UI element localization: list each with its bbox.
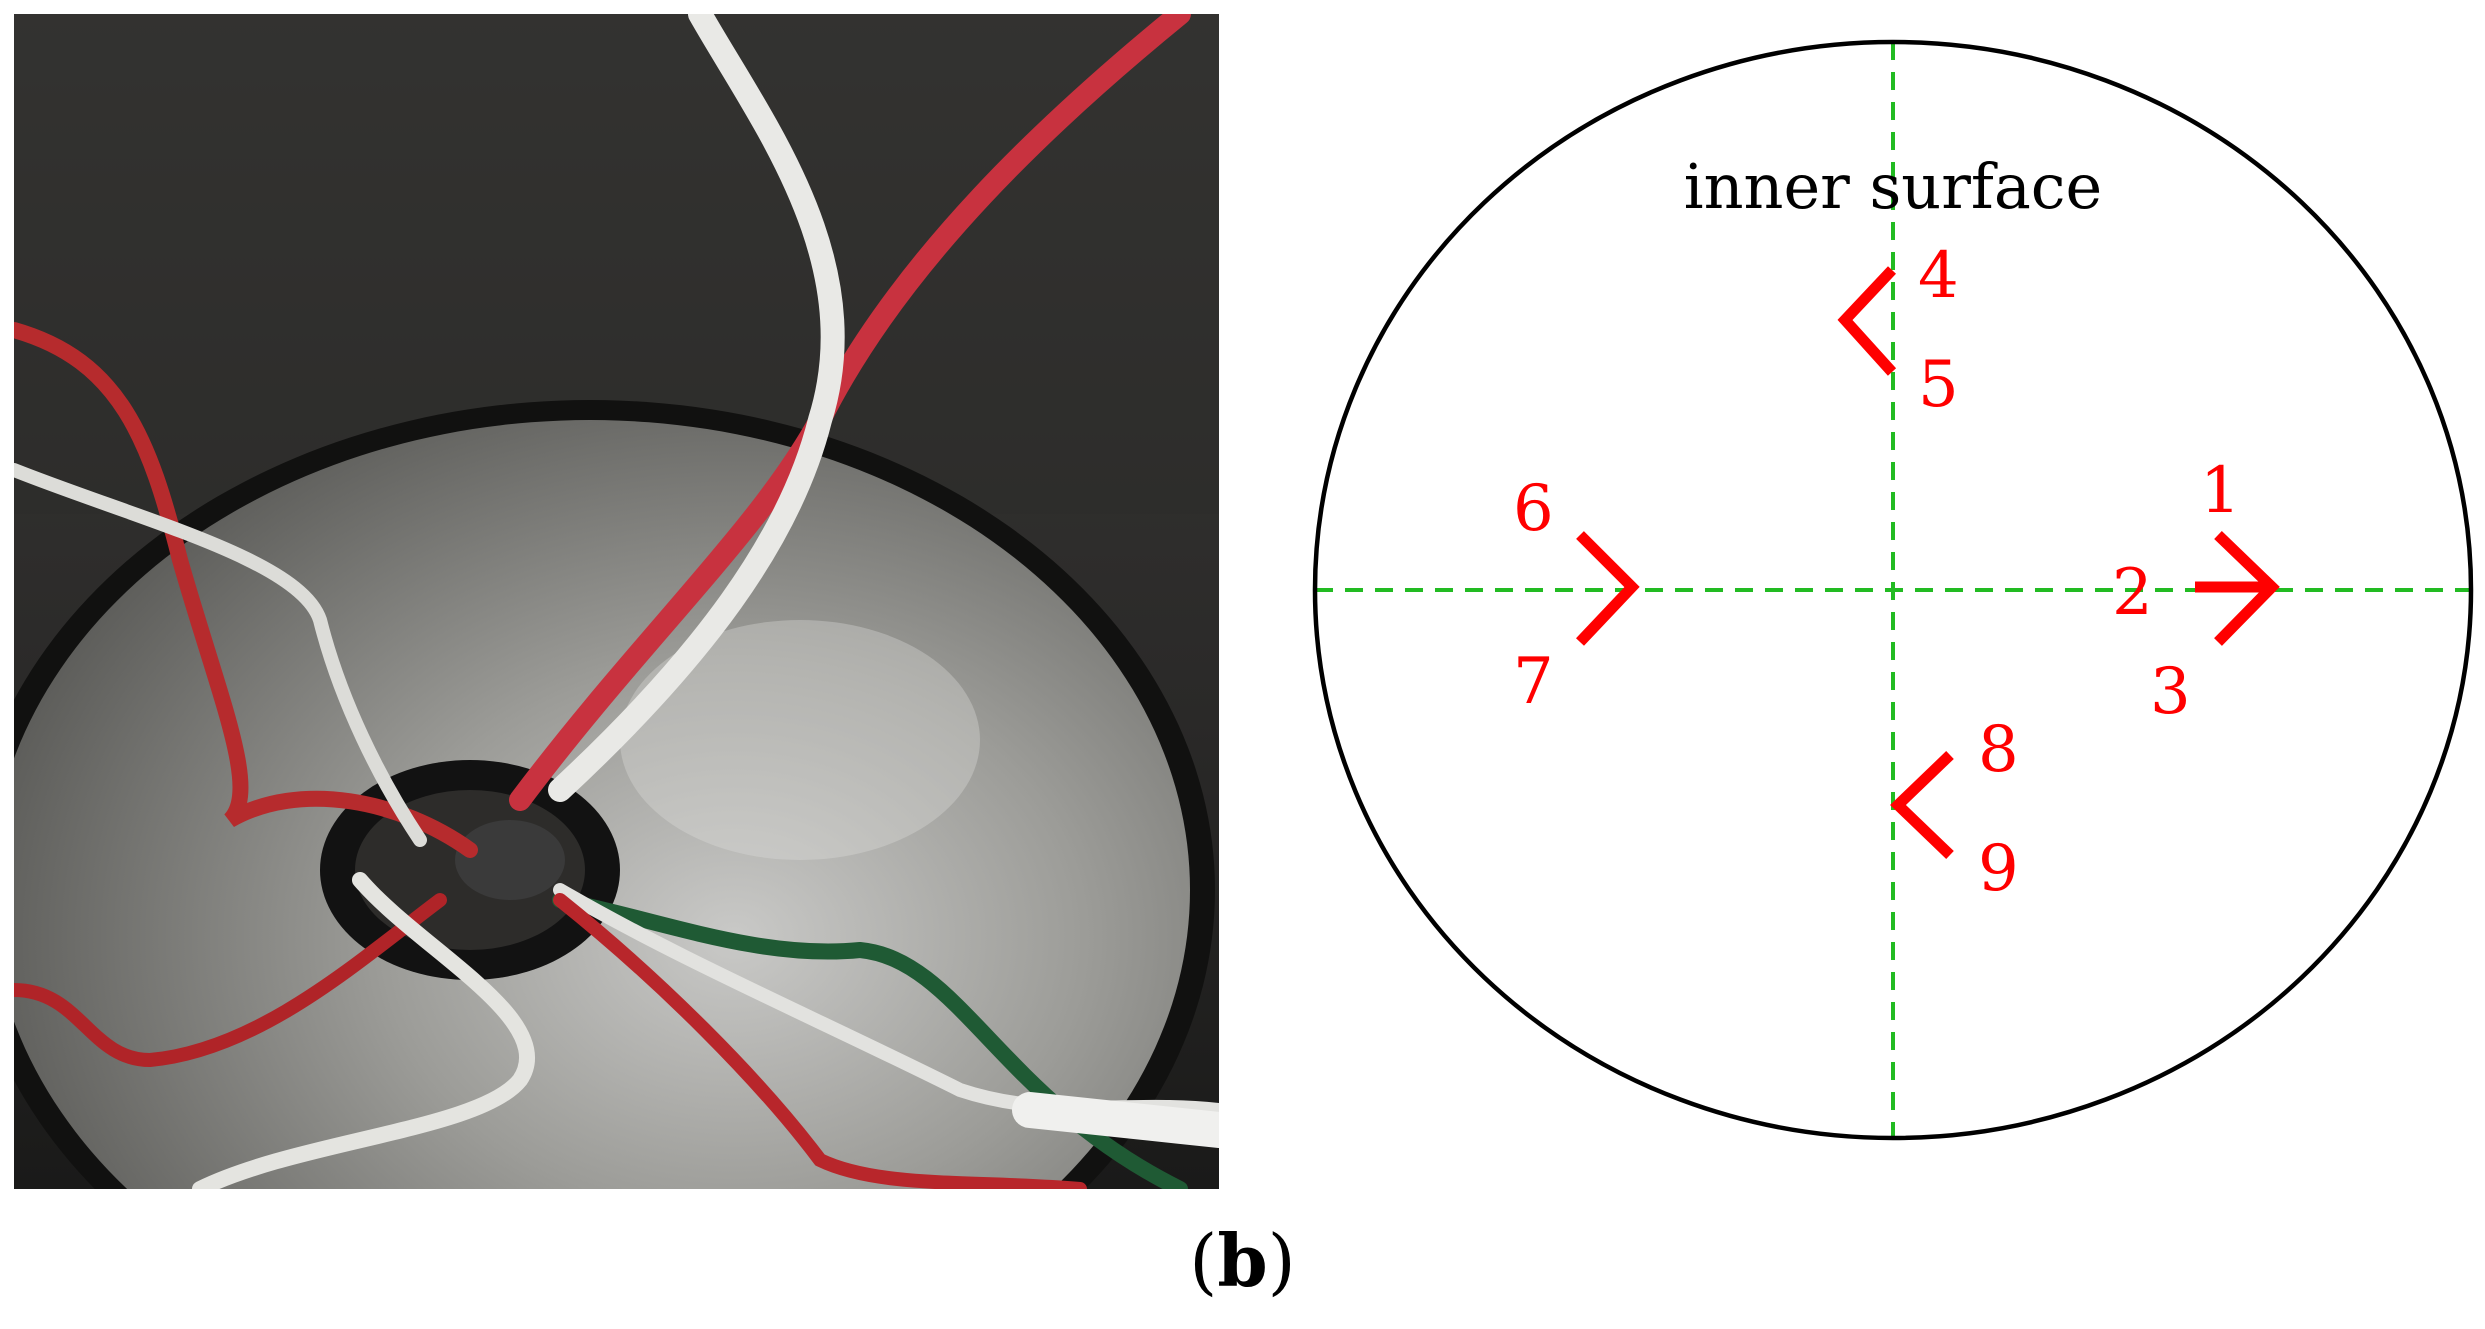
white-bundle-right	[1012, 1092, 1219, 1148]
caption-letter: b	[1217, 1218, 1268, 1303]
sensor-blob	[455, 820, 565, 900]
plate-highlight	[620, 620, 980, 860]
label-6: 6	[1513, 472, 1554, 546]
wires	[14, 14, 1219, 1189]
strain-markers	[1576, 266, 2280, 859]
label-5: 5	[1918, 348, 1959, 422]
caption-open: (	[1189, 1219, 1218, 1303]
red-wire-bottom-right	[553, 893, 1087, 1189]
label-9: 9	[1978, 832, 2019, 906]
photo-panel	[14, 14, 1219, 1189]
marker-labels: 1 2 3 4 5 6 7 8 9	[1513, 239, 2241, 906]
marker-4-5	[1837, 266, 1897, 376]
label-3: 3	[2150, 655, 2191, 729]
red-wire-bottom	[14, 893, 447, 1068]
marker-8-9	[1890, 751, 1954, 859]
red-wire-left	[14, 322, 478, 858]
label-8: 8	[1978, 713, 2019, 787]
white-wire-bottom	[192, 872, 535, 1189]
label-1: 1	[2200, 454, 2241, 528]
figure-caption: (b)	[0, 1218, 2485, 1303]
caption-close: )	[1267, 1219, 1296, 1303]
diagram-panel: inner surface 1 2 3 4 5 6 7 8 9	[1312, 39, 2474, 1141]
diagram-title: inner surface	[1684, 150, 2102, 223]
inner-surface-circle	[1312, 39, 2474, 1141]
marker-6-7	[1576, 531, 1640, 646]
label-4: 4	[1918, 239, 1959, 313]
label-2: 2	[2112, 556, 2153, 630]
white-wire-left	[14, 463, 427, 847]
white-wire-top	[548, 14, 845, 802]
label-7: 7	[1513, 645, 1554, 719]
